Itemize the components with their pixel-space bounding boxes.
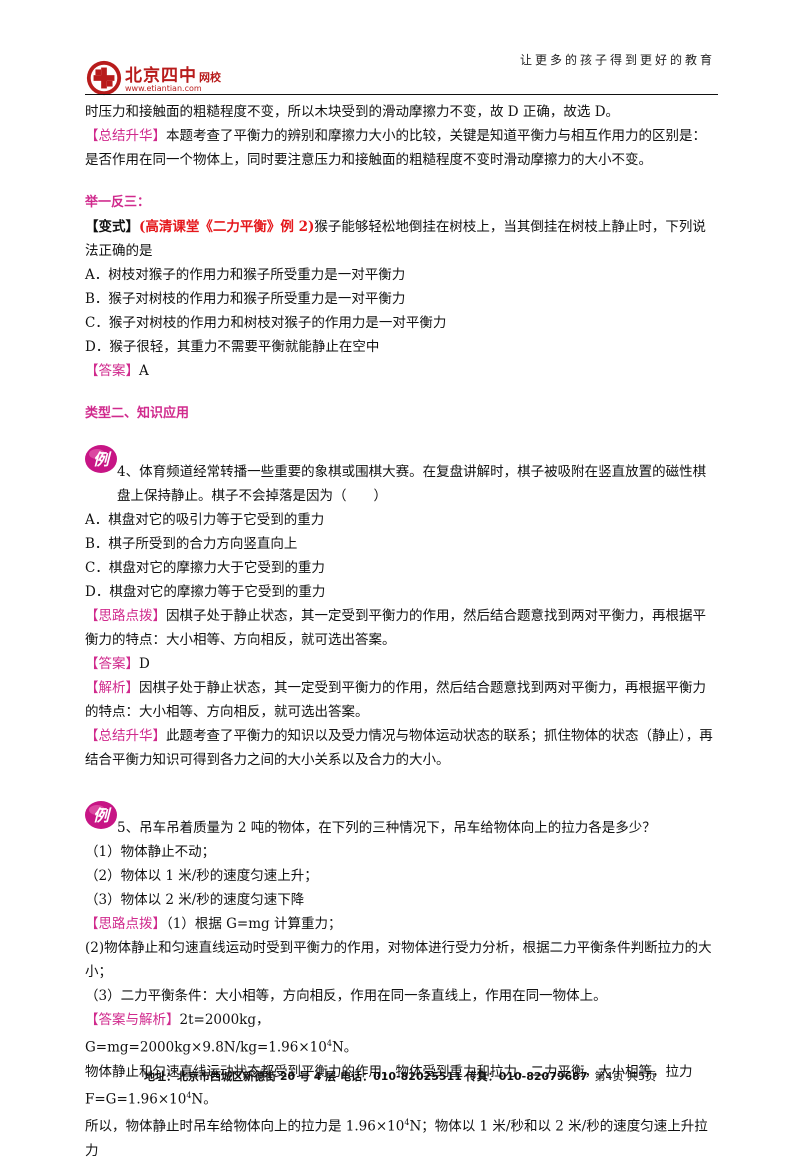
q5-text: 5、吊车吊着质量为 2 吨的物体，在下列的三种情况下，吊车给物体向上的拉力各是多…: [117, 820, 656, 836]
svg-text:例: 例: [93, 806, 112, 825]
summary-1: 【总结升华】本题考查了平衡力的辨别和摩擦力大小的比较，关键是知道平衡力与相互作用…: [85, 128, 706, 168]
q4-analysis: 【解析】因棋子处于静止状态，其一定受到平衡力的作用，然后结合题意找到两对平衡力，…: [85, 680, 706, 720]
example-badge-icon: 例: [85, 445, 117, 473]
q5-answer-2: G=mg=2000kg×9.8N/kg=1.96×104N。: [85, 1039, 358, 1056]
q5-hint-1: 【思路点拨】（1）根据 G=mg 计算重力；: [85, 916, 342, 932]
logo: 北京四中网校 www.etiantian.com: [85, 56, 285, 106]
juyi-heading: 举一反三：: [85, 195, 151, 210]
q5-answer-1: 【答案与解析】2t=2000kg，: [85, 1012, 270, 1028]
variant-option-a: A．树枝对猴子的作用力和猴子所受重力是一对平衡力: [85, 267, 406, 283]
footer-page-number: 第4页 共5页: [594, 1070, 656, 1083]
example-4: 例 4、体育频道经常转播一些重要的象棋或围棋大赛。在复盘讲解时，棋子被吸附在竖直…: [85, 445, 719, 508]
header-slogan: 让更多的孩子得到更好的教育: [519, 53, 715, 67]
q4-text: 4、体育频道经常转播一些重要的象棋或围棋大赛。在复盘讲解时，棋子被吸附在竖直放置…: [117, 464, 707, 504]
q4-option-c: C．棋盘对它的摩擦力大于它受到的重力: [85, 560, 325, 576]
header-divider: [85, 94, 718, 95]
q5-hint-2: (2)物体静止和匀速直线运动时受到平衡力的作用，对物体进行受力分析，根据二力平衡…: [85, 940, 712, 980]
q4-summary: 【总结升华】此题考查了平衡力的知识以及受力情况与物体运动状态的联系；抓住物体的状…: [85, 728, 713, 768]
variant-option-b: B．猴子对树枝的作用力和猴子所受重力是一对平衡力: [85, 291, 406, 307]
page-content: 时压力和接触面的粗糙程度不变，所以木块受到的滑动摩擦力不变，故 D 正确，故选 …: [85, 100, 719, 1163]
q5-hint-3: （3）二力平衡条件：大小相等，方向相反，作用在同一条直线上，作用在同一物体上。: [85, 988, 607, 1004]
page-footer: 地址：北京市西城区新德街 20 号 4 层 电话：010-82025511 传真…: [0, 1068, 800, 1084]
document-page: 北京四中网校 www.etiantian.com 让更多的孩子得到更好的教育 时…: [0, 53, 800, 1159]
intro-line: 时压力和接触面的粗糙程度不变，所以木块受到的滑动摩擦力不变，故 D 正确，故选 …: [85, 104, 620, 120]
q5-item-1: （1）物体静止不动；: [85, 844, 216, 860]
footer-address: 地址：北京市西城区新德街 20 号 4 层 电话：010-82025511 传真…: [144, 1070, 588, 1083]
q5-answer-5: 所以，物体静止时吊车给物体向上的拉力是 1.96×104N；物体以 1 米/秒和…: [85, 1118, 708, 1159]
variant-answer: 【答案】A: [85, 363, 149, 379]
variant-option-c: C．猴子对树枝的作用力和树枝对猴子的作用力是一对平衡力: [85, 315, 447, 331]
svg-text:例: 例: [93, 450, 112, 469]
q5-item-3: （3）物体以 2 米/秒的速度匀速下降: [85, 892, 305, 908]
q4-option-b: B．棋子所受到的合力方向竖直向上: [85, 536, 298, 552]
q4-option-a: A．棋盘对它的吸引力等于它受到的重力: [85, 512, 325, 528]
q4-answer: 【答案】D: [85, 656, 150, 672]
logo-url: www.etiantian.com: [125, 84, 202, 93]
variant-question: 【变式】(高清课堂《二力平衡》例 2)猴子能够轻松地倒挂在树枝上，当其倒挂在树枝…: [85, 219, 706, 259]
q5-answer-4: F=G=1.96×104N。: [85, 1090, 217, 1108]
logo-name: 北京四中网校: [125, 66, 221, 86]
type2-heading: 类型二、知识应用: [85, 406, 190, 421]
example-badge-icon: 例: [85, 801, 117, 829]
logo-emblem-icon: [86, 60, 122, 96]
q4-option-d: D．棋盘对它的摩擦力等于它受到的重力: [85, 584, 326, 600]
variant-option-d: D．猴子很轻，其重力不需要平衡就能静止在空中: [85, 339, 380, 355]
q5-answer-3: 物体静止和匀速直线运动状态都受到平衡力的作用，物体受到重力和拉力，二力平衡，大小…: [85, 1063, 693, 1080]
q5-item-2: （2）物体以 1 米/秒的速度匀速上升；: [85, 868, 318, 884]
q4-hint: 【思路点拨】因棋子处于静止状态，其一定受到平衡力的作用，然后结合题意找到两对平衡…: [85, 608, 706, 648]
example-5: 例 5、吊车吊着质量为 2 吨的物体，在下列的三种情况下，吊车给物体向上的拉力各…: [85, 801, 719, 840]
